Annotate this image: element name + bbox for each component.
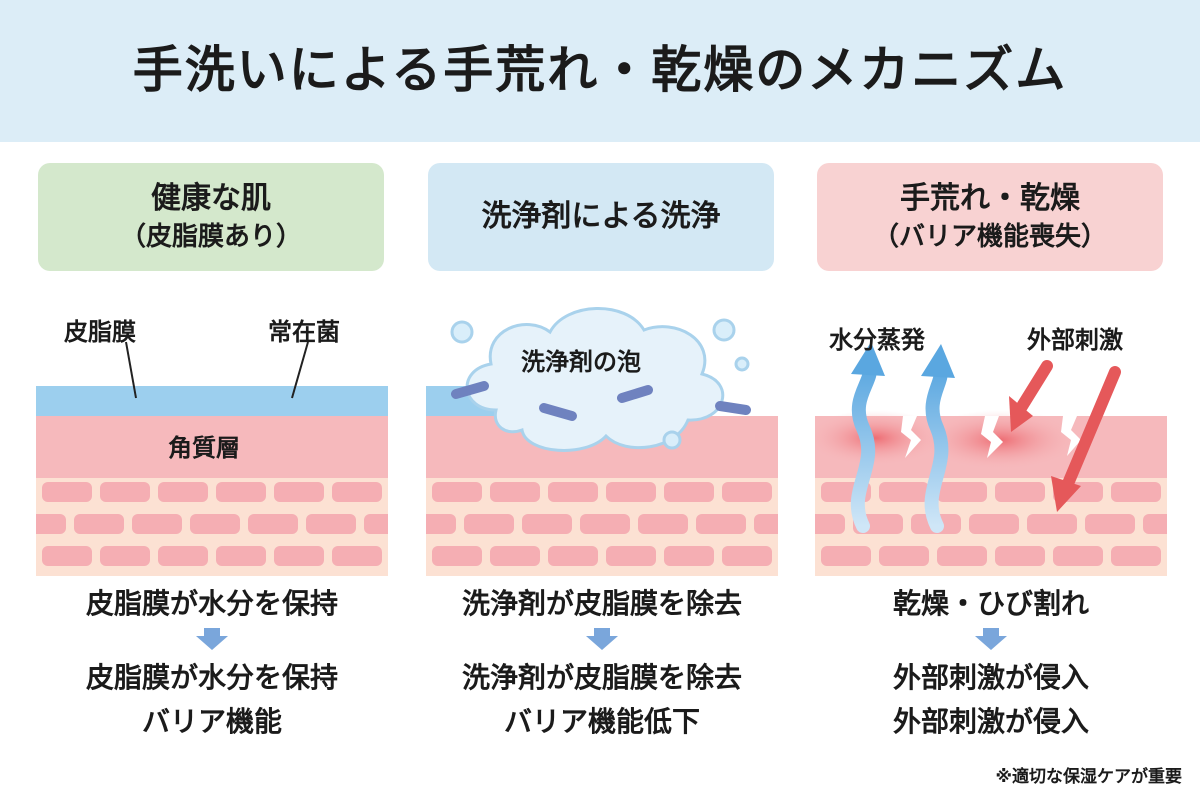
evaporation-arrow-icon bbox=[850, 342, 885, 533]
column-detergent-washing: 洗浄剤による洗浄 bbox=[426, 0, 778, 800]
header-title: 手荒れ・乾燥 bbox=[900, 181, 1080, 216]
dry-skin-diagram: 水分蒸発 外部刺激 bbox=[815, 290, 1167, 580]
cell-bricks bbox=[815, 482, 1167, 566]
header-detergent-washing: 洗浄剤による洗浄 bbox=[428, 163, 774, 271]
stratum-corneum-label: 角質層 bbox=[168, 434, 240, 462]
crack-marks bbox=[901, 416, 1081, 458]
down-arrow-icon bbox=[196, 628, 228, 650]
evaporation-arrow-icon bbox=[921, 344, 955, 533]
description-line-2: 外部刺激が侵入 bbox=[892, 661, 1089, 694]
header-subtitle: （バリア機能喪失） bbox=[872, 222, 1107, 252]
description-line-3: バリア機能 bbox=[141, 705, 282, 738]
sebum-film-layer bbox=[36, 386, 388, 416]
bacteria-pointer bbox=[291, 341, 309, 399]
description-line-1: 乾燥・ひび割れ bbox=[892, 587, 1089, 620]
description-line-2: 洗浄剤が皮脂膜を除去 bbox=[461, 661, 742, 694]
header-title: 洗浄剤による洗浄 bbox=[481, 199, 721, 234]
resident-bacteria-label: 常在菌 bbox=[268, 318, 340, 346]
stimulus-arrow-icon bbox=[1051, 366, 1121, 512]
healthy-skin-svg bbox=[36, 341, 388, 576]
detergent-svg bbox=[426, 307, 778, 576]
page-title: 手洗いによる手荒れ・乾燥のメカニズム bbox=[132, 41, 1068, 99]
header-subtitle: （皮脂膜あり） bbox=[119, 222, 302, 252]
cell-bricks bbox=[36, 482, 388, 566]
header-dry-skin: 手荒れ・乾燥 （バリア機能喪失） bbox=[817, 163, 1163, 271]
description-line-2: 皮脂膜が水分を保持 bbox=[85, 661, 338, 694]
detergent-diagram: 洗浄剤の泡 bbox=[426, 290, 778, 580]
sebum-film-label: 皮脂膜 bbox=[64, 318, 136, 346]
removed-sebum-fragments bbox=[451, 381, 751, 421]
down-arrow-icon bbox=[586, 628, 618, 650]
description-line-3: バリア機能低下 bbox=[503, 705, 700, 738]
description-line-3: 外部刺激が侵入 bbox=[892, 705, 1089, 738]
footnote: ※適切な保湿ケアが重要 bbox=[995, 767, 1182, 787]
stimulus-arrow-icon bbox=[1009, 360, 1053, 432]
dry-skin-svg bbox=[815, 342, 1167, 576]
column-dry-skin: 手荒れ・乾燥 （バリア機能喪失） bbox=[815, 0, 1167, 800]
evaporation-label: 水分蒸発 bbox=[829, 326, 925, 354]
column-healthy-skin: 健康な肌 （皮脂膜あり） 皮脂膜 常在菌 角質層 皮脂膜が水分を保持 皮脂膜が水… bbox=[36, 0, 388, 800]
description-line-1: 洗浄剤が皮脂膜を除去 bbox=[461, 587, 742, 620]
healthy-skin-diagram: 皮脂膜 常在菌 角質層 bbox=[36, 290, 388, 580]
cell-bricks bbox=[426, 482, 778, 566]
foam-cloud-icon bbox=[465, 307, 725, 452]
title-band bbox=[0, 0, 1200, 142]
foam-label: 洗浄剤の泡 bbox=[521, 348, 641, 376]
stratum-corneum-layer bbox=[36, 416, 388, 478]
header-healthy-skin: 健康な肌 （皮脂膜あり） bbox=[38, 163, 384, 271]
down-arrow-icon bbox=[975, 628, 1007, 650]
header-title: 健康な肌 bbox=[151, 181, 271, 216]
foam-bubbles bbox=[450, 318, 750, 450]
sebum-film-pointer bbox=[125, 341, 137, 399]
external-stimulus-label: 外部刺激 bbox=[1027, 326, 1123, 354]
description-line-1: 皮脂膜が水分を保持 bbox=[85, 587, 338, 620]
